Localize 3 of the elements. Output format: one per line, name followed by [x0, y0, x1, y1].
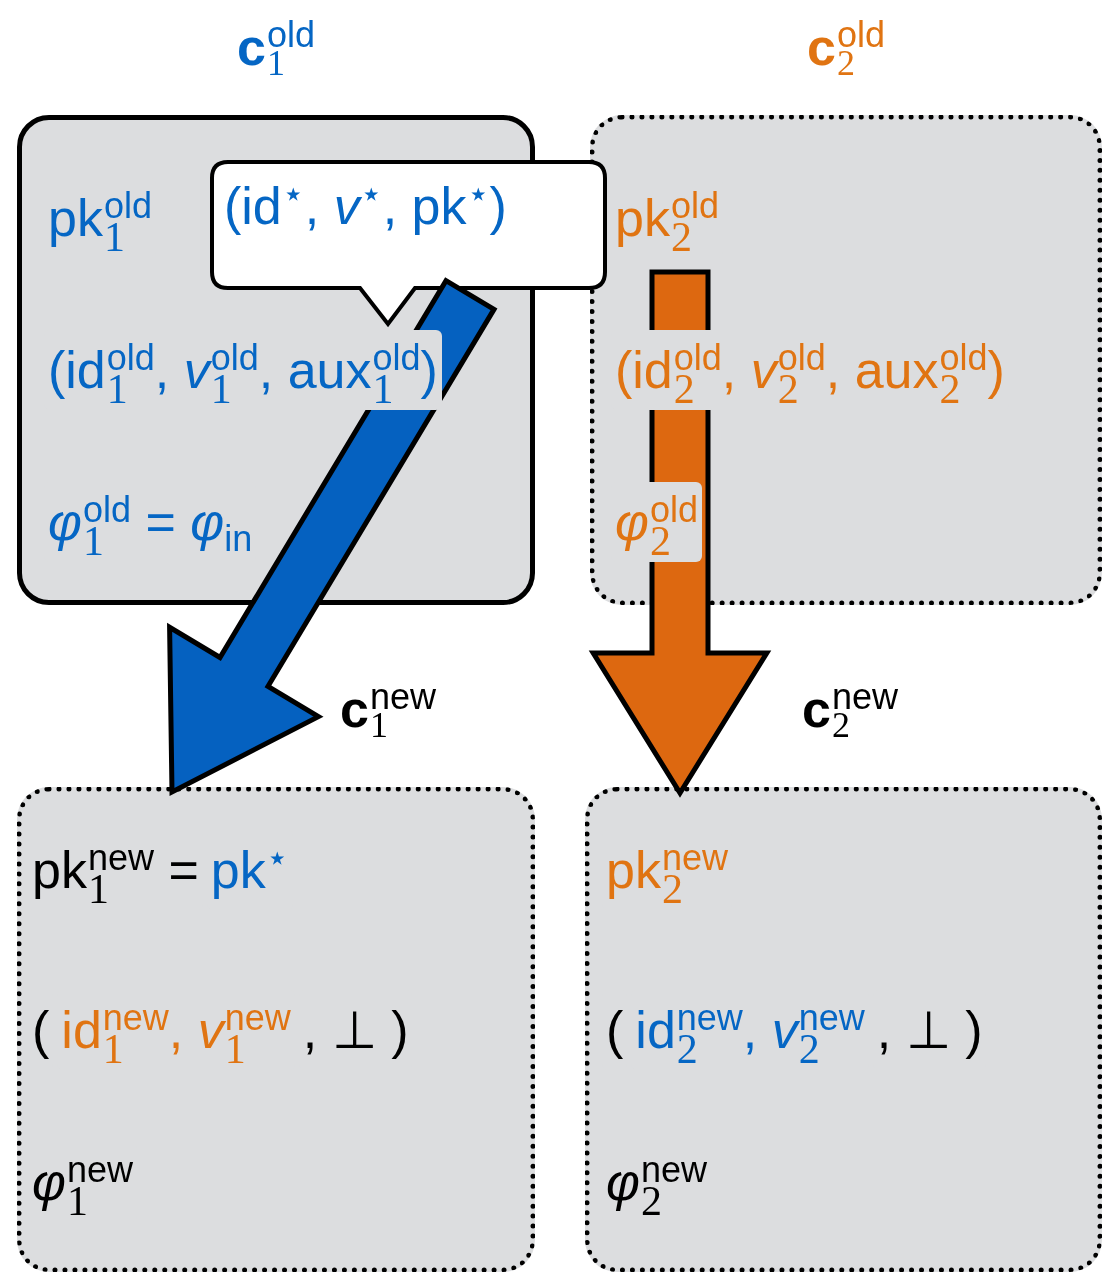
block-arrow [588, 269, 772, 798]
block-arrow [167, 277, 498, 797]
speech-bubble [210, 160, 607, 326]
